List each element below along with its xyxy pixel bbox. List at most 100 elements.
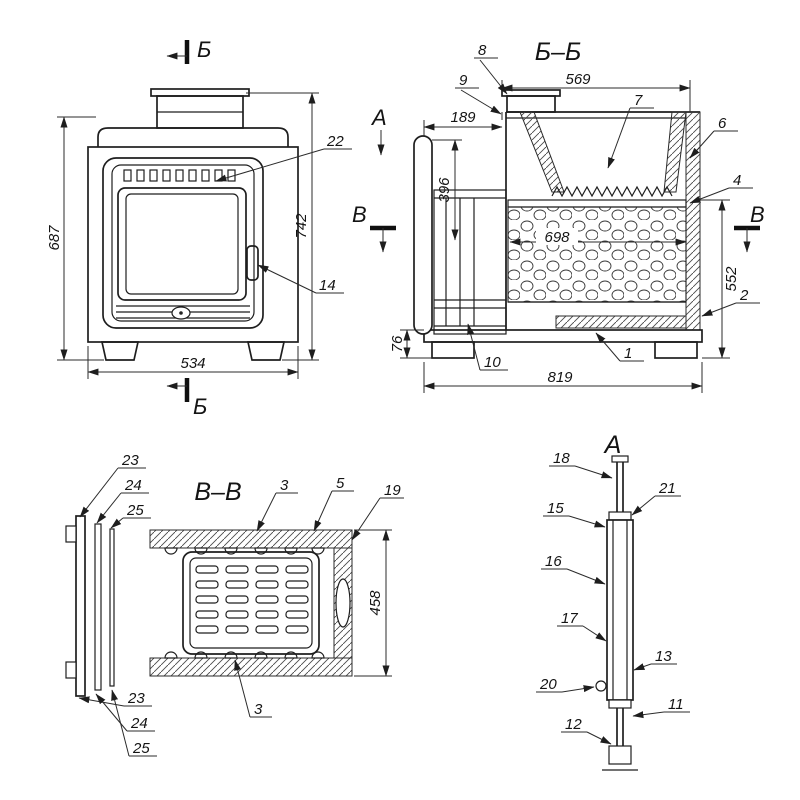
stove-body <box>87 146 299 343</box>
svg-text:18: 18 <box>553 450 570 467</box>
door-handle <box>246 245 259 281</box>
left-leg <box>100 341 140 361</box>
callout-3-bottom: 3 <box>234 659 272 718</box>
section-marker-b-top: Б <box>166 37 211 64</box>
chimney-lip <box>150 88 250 97</box>
dim-189: 189 <box>450 109 476 126</box>
dim-687: 687 <box>46 225 63 251</box>
callout-8: 8 <box>474 42 508 95</box>
section-vv-view: В–В <box>65 452 404 757</box>
section-vv-title: В–В <box>194 478 241 506</box>
door-frame <box>102 157 264 329</box>
svg-text:24: 24 <box>130 715 148 732</box>
flue-collar <box>506 95 556 113</box>
view-a-title: A <box>603 431 622 459</box>
svg-text:24: 24 <box>124 477 142 494</box>
door-window <box>117 187 247 301</box>
callout-9: 9 <box>455 72 502 115</box>
callout-23-top: 23 <box>79 452 146 518</box>
svg-text:19: 19 <box>384 482 401 499</box>
top-cap <box>97 127 289 147</box>
callout-11: 11 <box>632 696 690 719</box>
door-layers <box>65 515 115 697</box>
right-wall <box>685 111 701 331</box>
left-foot <box>431 341 475 359</box>
pin <box>595 680 607 692</box>
callout-3-top: 3 <box>256 477 298 532</box>
svg-text:1: 1 <box>624 345 632 362</box>
section-letter-v-left: В <box>352 202 367 227</box>
svg-text:21: 21 <box>658 480 676 497</box>
dim-819: 819 <box>547 369 573 386</box>
section-marker-v-right: В <box>734 202 765 253</box>
callout-6: 6 <box>689 115 738 159</box>
callout-22: 22 <box>215 133 352 182</box>
svg-text:4: 4 <box>733 172 741 189</box>
dim-552: 552 <box>723 266 740 292</box>
callout-4: 4 <box>689 172 753 204</box>
heat-fins <box>551 185 673 198</box>
svg-text:2: 2 <box>739 287 749 304</box>
right-leg <box>246 341 286 361</box>
callout-14: 14 <box>257 264 344 294</box>
section-marker-b-bottom: Б <box>166 378 207 419</box>
hopper-left-wall <box>519 111 565 193</box>
callout-10: 10 <box>467 323 508 371</box>
callout-25-top: 25 <box>110 502 151 529</box>
view-a-marker: A <box>370 105 387 156</box>
handle-shaft <box>335 578 351 628</box>
callout-25-bottom: 25 <box>111 689 157 757</box>
svg-text:14: 14 <box>319 277 336 294</box>
section-bb-view: Б–Б <box>413 38 703 359</box>
callout-24-top: 24 <box>96 477 149 524</box>
section-bb-title: Б–Б <box>535 38 581 66</box>
front-view <box>87 88 299 361</box>
grate-housing <box>182 551 320 655</box>
svg-text:22: 22 <box>326 133 344 150</box>
flue-lip <box>501 89 561 97</box>
front-view-annotations: 687 742 534 Б Б 22 <box>46 37 352 419</box>
svg-text:11: 11 <box>668 696 684 713</box>
door-edge-assembly <box>595 455 638 771</box>
callout-15: 15 <box>543 500 606 528</box>
section-letter-b-bottom: Б <box>193 394 207 419</box>
hopper-right-wall <box>663 111 687 193</box>
top-wall <box>149 529 353 549</box>
callout-18: 18 <box>549 450 613 479</box>
callout-12: 12 <box>561 716 612 745</box>
grate-slots <box>195 565 309 634</box>
door-side-profile <box>413 135 433 335</box>
section-letter-v-right: В <box>750 202 765 227</box>
svg-text:25: 25 <box>126 502 144 519</box>
svg-text:13: 13 <box>655 648 672 665</box>
bottom-plate <box>555 315 687 329</box>
svg-text:15: 15 <box>547 500 564 517</box>
callout-16: 16 <box>541 553 606 585</box>
callout-24-bottom: 24 <box>95 693 155 732</box>
svg-text:23: 23 <box>121 452 139 469</box>
grate-rail <box>507 199 687 208</box>
section-letter-b-top: Б <box>197 37 211 62</box>
dim-76: 76 <box>389 335 406 352</box>
svg-text:17: 17 <box>561 610 578 627</box>
svg-text:23: 23 <box>127 690 145 707</box>
svg-text:3: 3 <box>254 701 263 718</box>
svg-text:6: 6 <box>718 115 727 132</box>
callout-5: 5 <box>313 475 354 532</box>
dim-742: 742 <box>293 213 310 239</box>
callout-2: 2 <box>701 287 760 317</box>
dim-698: 698 <box>544 229 570 246</box>
stones-chamber <box>507 206 687 303</box>
svg-text:9: 9 <box>459 72 468 89</box>
callout-7: 7 <box>607 92 654 169</box>
svg-text:10: 10 <box>484 354 501 371</box>
section-bb-annotations: 569 189 A 396 В В 698 <box>352 42 765 393</box>
dim-569: 569 <box>565 71 591 88</box>
callout-19: 19 <box>351 482 404 541</box>
section-marker-v-left: В <box>352 202 396 253</box>
dim-396: 396 <box>436 177 453 203</box>
view-a-letter: A <box>370 105 387 130</box>
svg-text:3: 3 <box>280 477 289 494</box>
